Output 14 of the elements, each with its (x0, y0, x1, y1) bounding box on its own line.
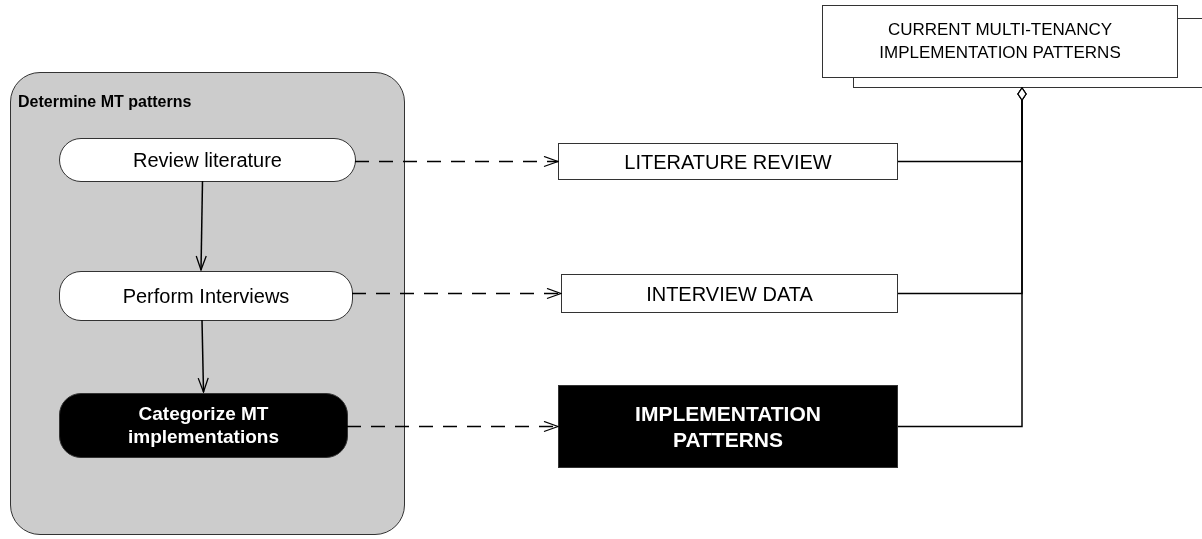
activity-pill: Categorize MT implementations (59, 393, 348, 458)
aggregation-line (897, 87, 1027, 428)
activity-pill: Perform Interviews (59, 271, 353, 321)
activity-pill: Review literature (59, 138, 356, 182)
dashed-arrow (354, 155, 559, 168)
arrow (195, 180, 207, 271)
group-title: Determine MT patterns (18, 93, 192, 111)
artifact-box: IMPLEMENTATION PATTERNS (558, 385, 898, 468)
dashed-arrow (351, 287, 562, 300)
artifact-box: INTERVIEW DATA (561, 274, 898, 313)
artifact-box: LITERATURE REVIEW (558, 143, 898, 180)
arrow (197, 319, 209, 393)
dashed-arrow (346, 420, 559, 433)
activity-group-panel (10, 72, 405, 535)
